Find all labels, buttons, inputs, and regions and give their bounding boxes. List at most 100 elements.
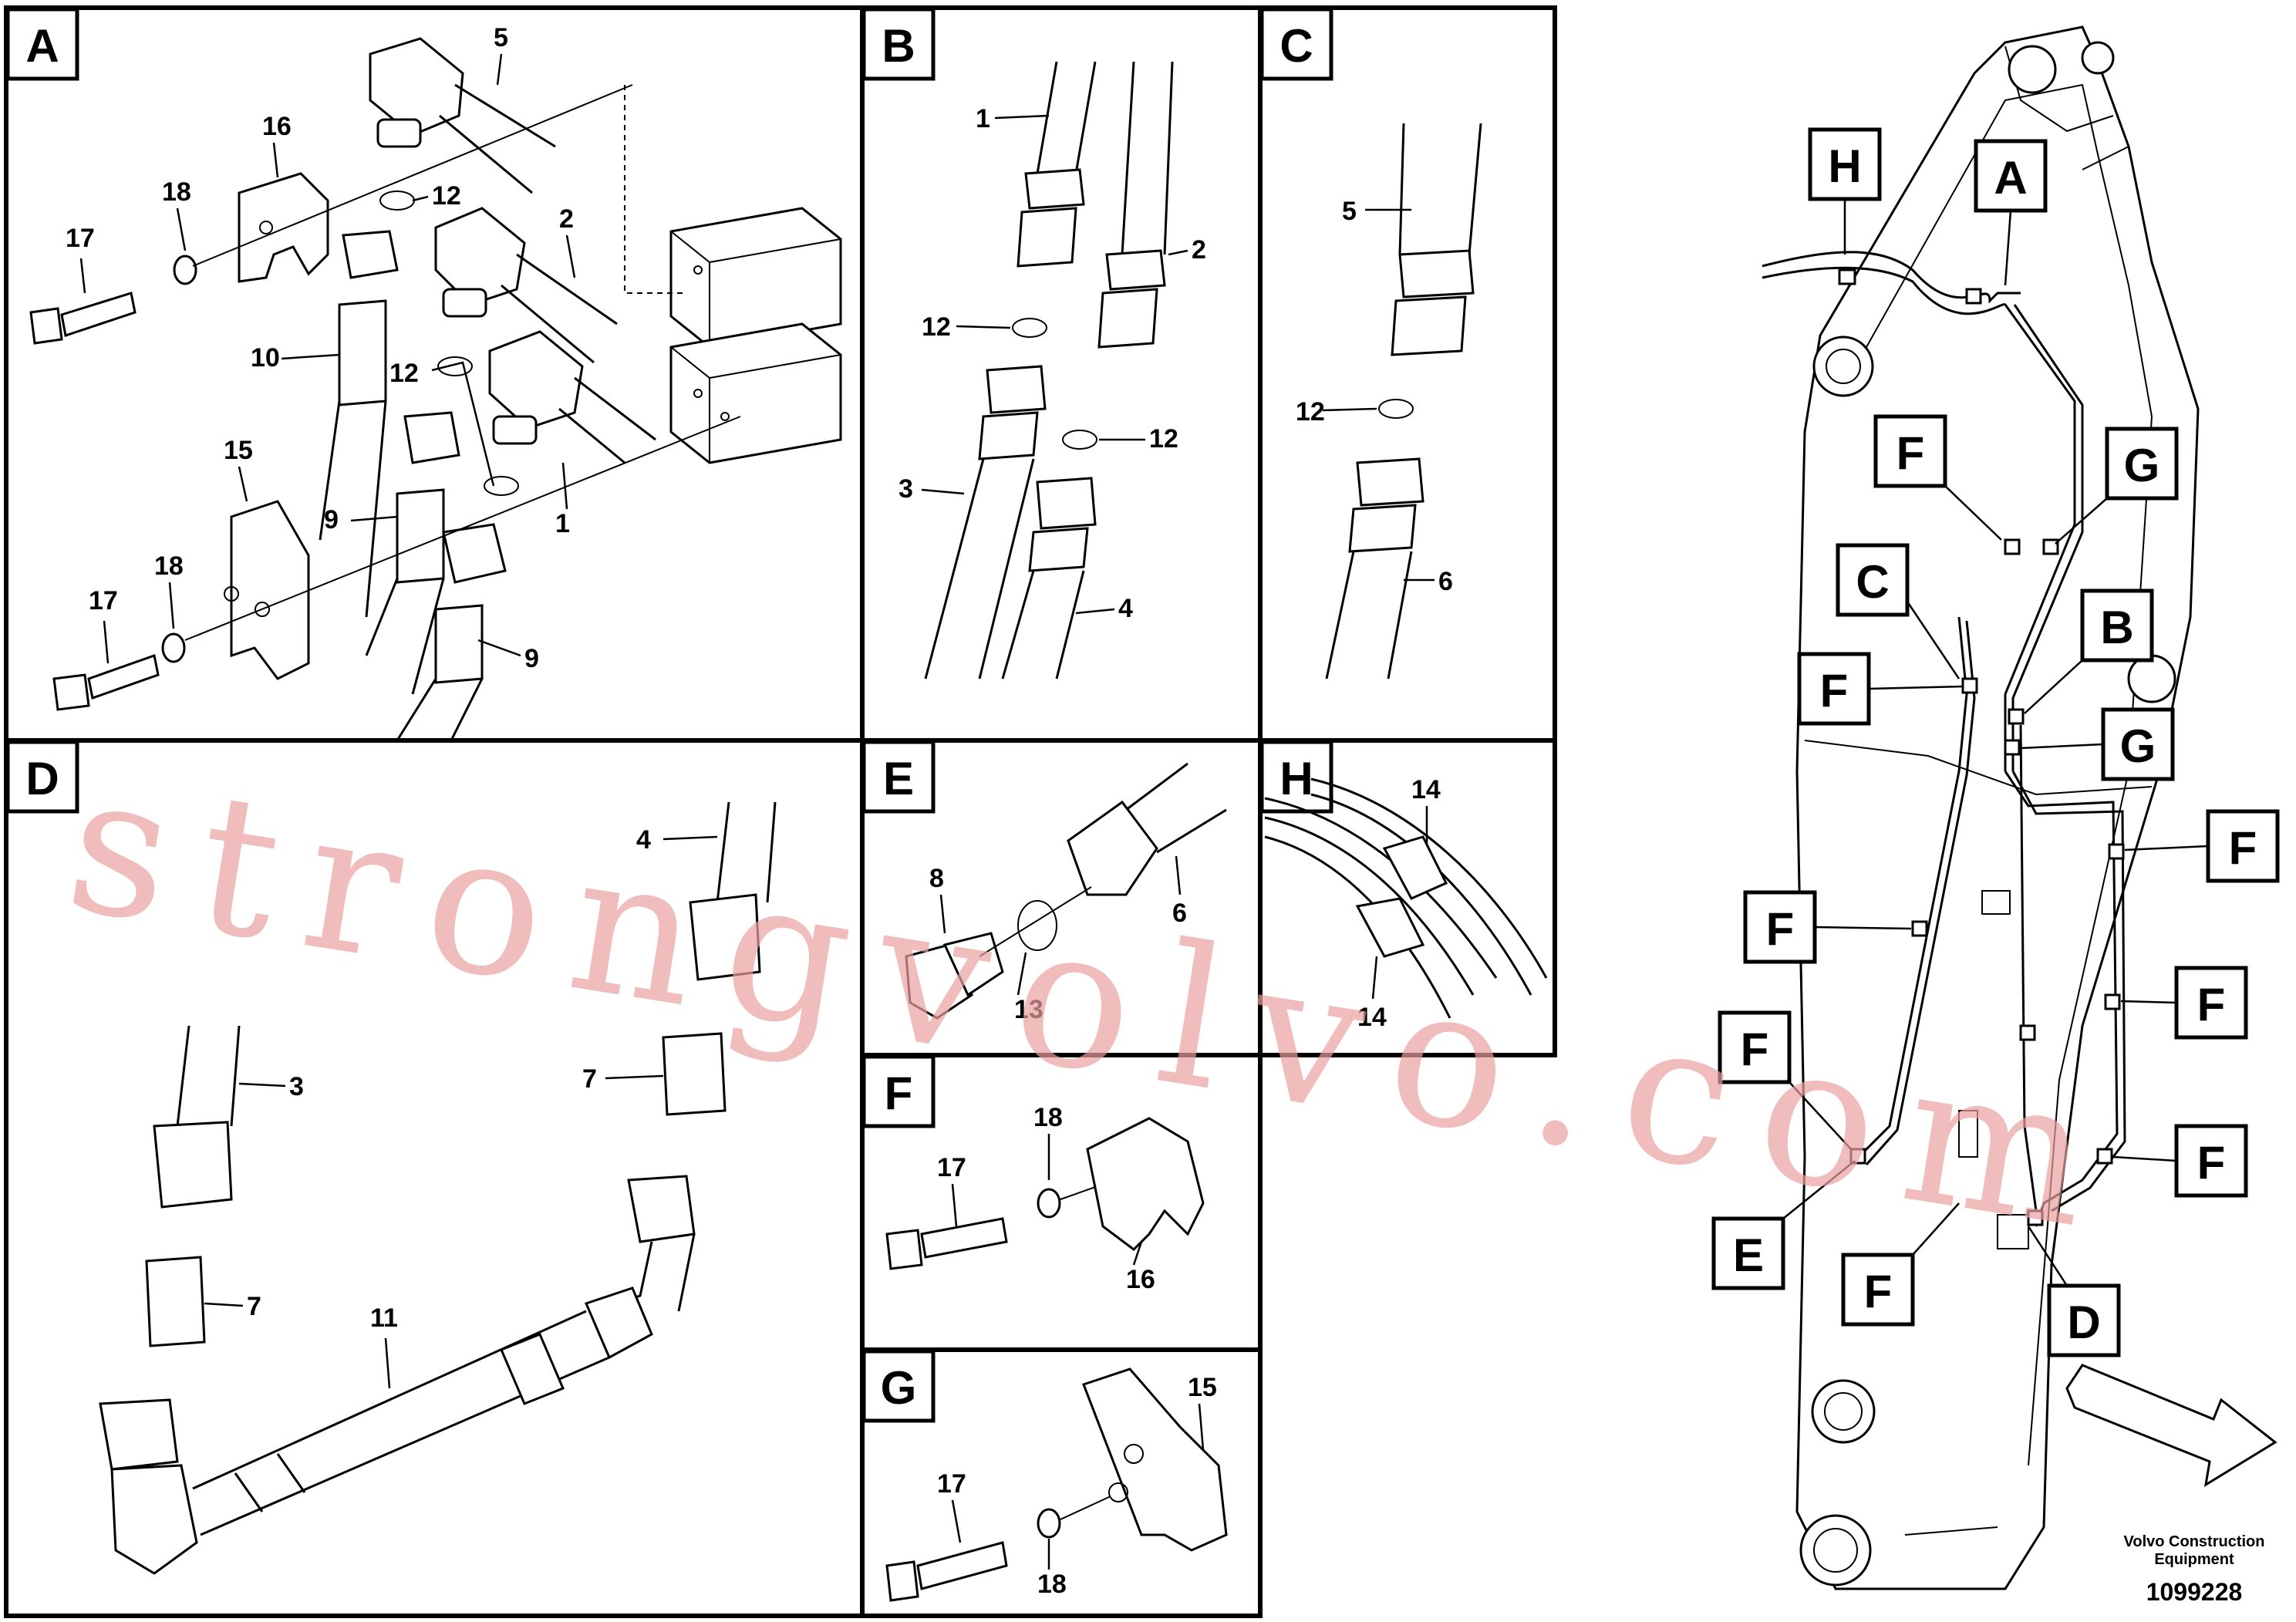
panel-e-label: E — [861, 740, 936, 814]
svg-text:F: F — [2229, 822, 2257, 874]
panel-e-callouts: 8 6 13 — [929, 855, 1187, 1024]
svg-text:A: A — [1994, 152, 2027, 204]
svg-text:9: 9 — [324, 505, 339, 534]
svg-text:A: A — [25, 20, 59, 72]
callout-c: C — [1836, 543, 1961, 679]
svg-text:C: C — [1279, 20, 1313, 72]
callout-f-5: F — [2120, 966, 2248, 1040]
panel-g-label: G — [861, 1349, 936, 1423]
panel-b-frame — [860, 5, 1263, 743]
svg-text:13: 13 — [1014, 995, 1043, 1024]
panel-c-frame — [1258, 5, 1557, 743]
panel-a-label: A — [5, 7, 79, 81]
svg-text:16: 16 — [1126, 1265, 1155, 1294]
svg-text:4: 4 — [1118, 594, 1133, 623]
svg-text:10: 10 — [251, 343, 280, 373]
panel-d-drawing — [99, 801, 777, 1575]
callout-h: H — [1808, 127, 1882, 255]
callout-f-2: F — [1797, 652, 1964, 726]
panel-d-label: D — [5, 740, 79, 814]
svg-text:E: E — [883, 753, 914, 804]
callout-g-2: G — [2020, 707, 2175, 781]
panel-g-drawing — [885, 1367, 1228, 1602]
svg-text:B: B — [2100, 602, 2133, 653]
svg-text:Equipment: Equipment — [2154, 1551, 2234, 1568]
svg-text:12: 12 — [389, 359, 419, 388]
svg-text:11: 11 — [370, 1303, 398, 1333]
callout-f-7: F — [2112, 1124, 2248, 1198]
overview-callouts: H A F G C B F — [1711, 127, 2280, 1357]
svg-text:17: 17 — [937, 1153, 966, 1182]
svg-text:F: F — [1864, 1266, 1893, 1317]
svg-text:F: F — [1820, 665, 1849, 717]
panel-b-callouts: 1 2 12 12 3 4 — [899, 104, 1206, 623]
svg-text:F: F — [1896, 427, 1925, 479]
svg-text:G: G — [2120, 720, 2156, 772]
svg-text:H: H — [1279, 753, 1313, 804]
panel-b-label: B — [861, 7, 936, 81]
callout-d: D — [2027, 1226, 2121, 1357]
svg-text:1: 1 — [976, 104, 990, 133]
svg-text:4: 4 — [636, 825, 651, 855]
svg-text:C: C — [1856, 556, 1889, 608]
svg-text:3: 3 — [289, 1072, 304, 1101]
panel-f-callouts: 18 17 16 — [937, 1103, 1155, 1294]
callout-a: A — [1974, 139, 2048, 286]
callout-f-4: F — [1743, 890, 1912, 964]
svg-text:E: E — [1733, 1229, 1764, 1281]
svg-text:9: 9 — [524, 644, 539, 673]
callout-f-1: F — [1873, 414, 2002, 541]
svg-text:15: 15 — [224, 436, 253, 465]
svg-text:G: G — [2124, 440, 2160, 491]
svg-text:5: 5 — [1342, 197, 1357, 226]
svg-text:18: 18 — [1037, 1570, 1067, 1599]
panel-c-label: C — [1259, 7, 1333, 81]
panel-f-drawing — [885, 1117, 1205, 1270]
panel-f-label: F — [861, 1054, 936, 1128]
callout-f-6: F — [1718, 1010, 1852, 1150]
svg-text:18: 18 — [162, 177, 191, 207]
svg-text:16: 16 — [262, 112, 292, 141]
callout-e: E — [1711, 1160, 1856, 1290]
callout-g-1: G — [2055, 427, 2179, 545]
svg-text:17: 17 — [937, 1469, 966, 1499]
svg-text:8: 8 — [929, 864, 944, 893]
svg-text:2: 2 — [1192, 235, 1206, 265]
svg-text:14: 14 — [1357, 1003, 1387, 1032]
svg-text:3: 3 — [899, 474, 913, 504]
svg-text:F: F — [885, 1067, 913, 1119]
panel-b-drawing — [924, 61, 1174, 679]
panel-h-callouts: 14 14 — [1357, 775, 1441, 1032]
drawing-footer: Volvo Construction Equipment 1099228 — [2124, 1533, 2265, 1606]
svg-text:6: 6 — [1438, 567, 1453, 596]
svg-text:12: 12 — [432, 181, 461, 211]
svg-text:17: 17 — [66, 224, 95, 253]
svg-text:B: B — [882, 20, 915, 72]
svg-text:12: 12 — [922, 312, 951, 342]
svg-text:F: F — [1741, 1023, 1769, 1075]
svg-text:1: 1 — [555, 509, 570, 538]
panel-a-drawing — [29, 37, 842, 741]
panel-e-drawing — [905, 762, 1227, 1020]
panel-a-callouts: 5 16 18 17 12 2 10 12 15 9 1 18 17 9 — [66, 23, 576, 673]
svg-text:18: 18 — [154, 551, 184, 581]
svg-text:G: G — [881, 1362, 917, 1414]
svg-text:D: D — [2067, 1297, 2100, 1348]
svg-text:15: 15 — [1188, 1373, 1217, 1402]
panel-c-callouts: 5 12 6 — [1296, 197, 1453, 596]
svg-text:F: F — [2197, 1137, 2226, 1189]
panel-d-callouts: 4 7 3 7 11 — [204, 825, 718, 1389]
svg-text:5: 5 — [494, 23, 508, 52]
svg-text:17: 17 — [89, 586, 118, 615]
panel-c-drawing — [1325, 123, 1482, 679]
callout-f-3: F — [2124, 809, 2280, 883]
svg-text:12: 12 — [1296, 397, 1325, 427]
panel-h-label: H — [1259, 740, 1333, 814]
svg-text:Volvo Construction: Volvo Construction — [2124, 1533, 2265, 1550]
svg-text:7: 7 — [247, 1292, 261, 1321]
svg-text:F: F — [2197, 979, 2226, 1030]
svg-text:14: 14 — [1411, 775, 1441, 804]
panel-g-callouts: 15 17 18 — [937, 1373, 1217, 1599]
svg-text:18: 18 — [1033, 1103, 1063, 1132]
svg-text:7: 7 — [582, 1064, 597, 1094]
